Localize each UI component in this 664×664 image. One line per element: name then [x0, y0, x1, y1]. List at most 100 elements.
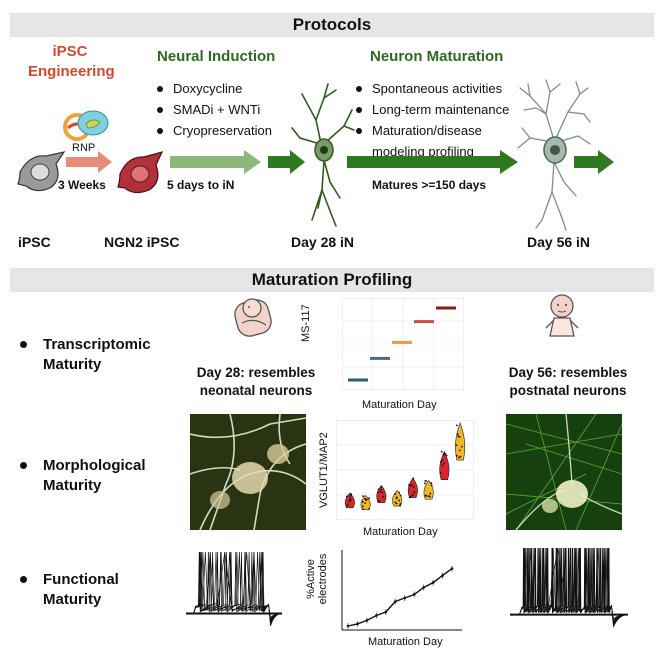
arrow-to-day28 [268, 150, 305, 174]
day28-ephys-trace [186, 551, 282, 627]
vglut-point [380, 486, 382, 488]
ephys-trace-line [186, 551, 282, 627]
functional-text: Functional [43, 571, 119, 588]
vglut-point [459, 455, 462, 458]
vglut-point [368, 508, 370, 510]
active-electrodes-line [347, 568, 453, 627]
functional-line-2: Maturity [20, 590, 119, 610]
arrow-5-days [170, 150, 261, 174]
vglut-point [410, 495, 412, 498]
vglut-point [345, 495, 348, 498]
vglut-point [441, 459, 444, 461]
vglut-point [362, 505, 364, 508]
vglut-point [362, 495, 364, 498]
vglut-point [364, 502, 366, 505]
label-day28-in: Day 28 iN [291, 234, 355, 250]
vglut-point [381, 495, 384, 498]
vglut-point [455, 454, 458, 457]
protocols-banner: Protocols [10, 13, 654, 37]
vglut-point [439, 471, 442, 474]
day28-micrograph [190, 414, 306, 530]
vglut-point [409, 484, 412, 487]
morphological-line-2: Maturity [20, 476, 146, 496]
neuron-maturation-title: Neuron Maturation [370, 48, 504, 65]
arrow-3-weeks-label: 3 Weeks [58, 178, 106, 192]
arrow-continue [574, 150, 614, 174]
vglut-point [429, 492, 432, 495]
day56-neuron-icon [517, 79, 591, 231]
neural-induction-title: Neural Induction [157, 48, 276, 65]
newborn-icon [234, 298, 272, 337]
chart3-xlabel: Maturation Day [368, 636, 443, 648]
active-electrodes-point [450, 567, 454, 570]
day28-resemblance: Day 28: resembles neonatal neurons [170, 364, 342, 400]
transcriptomic-text: Transcriptomic [43, 336, 151, 353]
vglut-point [458, 435, 461, 438]
child-icon [545, 294, 579, 337]
chart2-xlabel: Maturation Day [363, 526, 438, 538]
vglut-point [430, 484, 433, 487]
vglut-point [377, 488, 380, 491]
active-electrodes-point [346, 624, 350, 628]
day28-neuron-icon [291, 83, 355, 227]
vglut-point [349, 499, 352, 502]
vglut-point [458, 449, 461, 452]
active-electrodes-point [365, 619, 369, 622]
morphological-chart [336, 420, 474, 520]
active-electrodes-point [384, 610, 388, 614]
vglut-point [348, 495, 351, 498]
active-electrodes-point [431, 581, 435, 584]
vglut-point [398, 491, 400, 494]
vglut-point [455, 424, 458, 427]
ipsc-engineering-line-2: Engineering [28, 63, 115, 80]
vglut-point [424, 479, 427, 482]
vglut-point [443, 462, 446, 465]
vglut-point [379, 490, 382, 493]
vglut-point [381, 491, 384, 494]
arrow-matures [347, 150, 518, 174]
induction-step-text: Doxycycline [173, 81, 243, 96]
ms117-bar [370, 356, 390, 360]
arrows-layer [66, 150, 614, 174]
vglut-point [395, 502, 398, 505]
day56-line-2: postnatal neurons [509, 383, 627, 398]
ipsc-cell-icon [17, 151, 66, 192]
vglut-point [408, 496, 411, 499]
vglut-point [350, 494, 353, 497]
chart3-ylabel-text: %Active electrodes [305, 553, 329, 605]
active-electrodes-point [403, 596, 407, 600]
transcriptomic-line-2: Maturity [20, 355, 151, 375]
arrow-matures-label: Matures >=150 days [372, 178, 487, 192]
arrow-5-days-label: 5 days to iN [167, 178, 235, 192]
vglut-point [345, 505, 348, 507]
ms117-bar [348, 378, 368, 382]
chart1-xlabel: Maturation Day [362, 399, 437, 411]
ephys-trace-line [510, 547, 628, 628]
label-ipsc: iPSC [18, 234, 51, 250]
vglut-point [408, 484, 410, 486]
active-electrodes-point [422, 586, 425, 589]
label-day56-in: Day 56 iN [527, 234, 591, 250]
morphological-maturity-text: Maturity [43, 477, 102, 494]
day56-resemblance: Day 56: resembles postnatal neurons [484, 364, 652, 400]
label-ngn2-ipsc: NGN2 iPSC [104, 234, 180, 250]
ephys-trace-line [510, 547, 628, 624]
ngn2-ipsc-cell-icon [117, 151, 164, 194]
vglut-point [455, 444, 458, 447]
maturation-profiling-title: Maturation Profiling [251, 270, 413, 289]
chart1-ylabel: MS-117 [300, 304, 312, 342]
vglut-violin [407, 477, 418, 498]
induction-step: SMADi + WNTi [157, 99, 272, 120]
ms117-bar [436, 306, 456, 310]
vglut-point [425, 495, 428, 497]
day56-micrograph [506, 414, 622, 530]
vglut-point [457, 456, 460, 459]
vglut-point [361, 500, 364, 503]
vglut-violin [439, 450, 450, 480]
morphological-line-1: Morphological [20, 456, 146, 476]
active-electrodes-point [412, 593, 416, 596]
functional-chart [341, 550, 462, 631]
day28-line-2: neonatal neurons [199, 383, 313, 398]
vglut-point [440, 460, 442, 463]
functional-maturity-label: Functional Maturity [20, 570, 119, 610]
